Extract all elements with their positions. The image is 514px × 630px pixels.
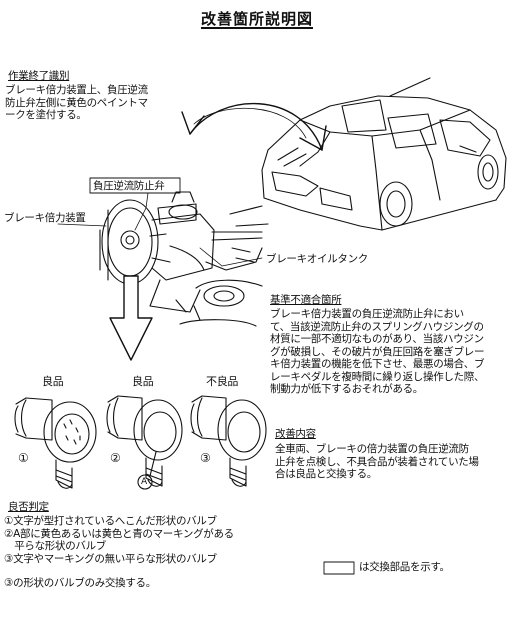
remedy-heading: 改善内容 xyxy=(275,428,316,440)
label-oil-tank: ブレーキオイルタンク xyxy=(266,253,368,265)
nonconformity-line-6: レーキペダルを複時間に繰り返し操作した際、 xyxy=(270,370,485,383)
judgement-heading: 良否判定 xyxy=(8,501,49,513)
id-mark-line-3: ークを塗付する。 xyxy=(5,109,87,121)
page-title: 改善箇所説明図 xyxy=(200,10,313,28)
nonconformity-line-5: キ倍力装置の機能を低下させ、最悪の場合、ブ xyxy=(270,358,485,370)
nonconformity-line-2: て、当該逆流防止弁のスプリングハウジングの xyxy=(270,320,484,333)
id-mark-line-2: 防止弁左側に黄色のペイントマ xyxy=(5,96,148,109)
remedy-line-1: 全車両、ブレーキの倍力装置の負圧逆流防 xyxy=(275,443,469,455)
nonconformity-line-3: 材質に一部不適切なものがあり、当該ハウジン xyxy=(270,333,484,345)
judgement-line-2: ②A部に黄色あるいは黄色と青のマーキングがある xyxy=(4,527,234,540)
judgement-line-6: ③の形状のバルブのみ交換する。 xyxy=(4,577,156,589)
id-mark-heading: 作業終了識別 xyxy=(8,70,70,82)
judgement-line-1: ①文字が型打されているへこんだ形状のバルブ xyxy=(4,515,217,527)
label-brake-booster: ブレーキ倍力装置 xyxy=(4,212,86,224)
remedy-line-2: 止弁を点検し、不具合品が装着されていた場 xyxy=(275,455,479,468)
part-a-label: A xyxy=(141,477,147,487)
down-arrow xyxy=(109,275,153,361)
curved-arrow xyxy=(189,103,323,151)
nonconformity-line-1: ブレーキ倍力装置の負圧逆流防止弁におい xyxy=(270,308,464,320)
nonconformity-line-4: グが破損し、その破片が負圧回路を塞ぎブレー xyxy=(270,345,485,358)
nonconformity-heading: 基準不適合箇所 xyxy=(270,294,342,306)
nonconformity-line-7: 制動力が低下するおそれがある。 xyxy=(270,383,423,395)
valve-2-grade: 良品 xyxy=(132,375,154,388)
judgement-line-4: ③文字やマーキングの無い平らな形状のバルブ xyxy=(4,552,217,565)
valve-1-illustration xyxy=(14,397,97,489)
remedy-line-3: 合は良品と交換する。 xyxy=(275,468,377,480)
valve-3-illustration xyxy=(190,395,267,487)
valve-3-number: ③ xyxy=(200,451,211,465)
label-check-valve: 負圧逆流防止弁 xyxy=(93,180,165,192)
valve-3-grade: 不良品 xyxy=(206,375,239,388)
id-mark-line-1: ブレーキ倍力装置上、負圧逆流 xyxy=(5,84,148,96)
valve-1-number: ① xyxy=(18,451,29,465)
legend-text: は交換部品を示す。 xyxy=(359,561,450,573)
valve-1-grade: 良品 xyxy=(42,375,64,388)
valve-2-illustration xyxy=(106,395,183,490)
valve-2-number: ② xyxy=(110,451,121,465)
judgement-line-3: 平らな形状のバルブ xyxy=(4,540,106,552)
car-illustration xyxy=(261,77,507,231)
